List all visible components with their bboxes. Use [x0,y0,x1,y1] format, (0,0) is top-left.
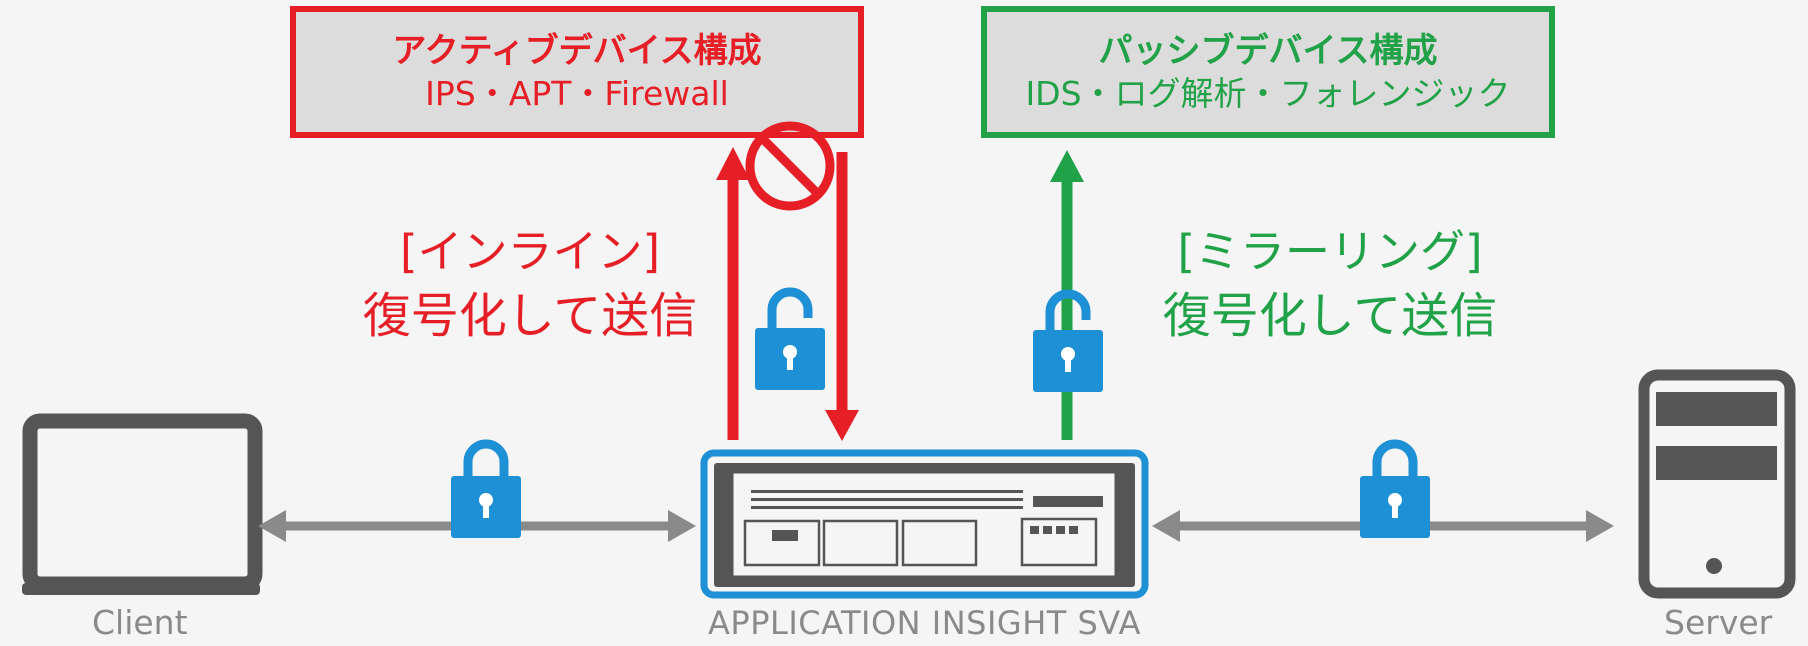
server-caption: Server [1664,603,1773,642]
inline-mode-text: [インライン] [399,225,661,278]
lock-closed-icon [1360,444,1430,538]
mirroring-mode-text: [ミラーリング] [1177,225,1483,278]
mirroring-up-arrow [1050,150,1084,440]
prohibited-icon [745,121,835,211]
mirroring-action-text: 復号化して送信 [1162,288,1498,344]
inline-up-arrow [716,147,750,440]
passive-device-box: パッシブデバイス構成 IDS・ログ解析・フォレンジック [981,6,1555,138]
server-tower-icon [1638,369,1796,599]
passive-device-title: パッシブデバイス構成 [1098,31,1438,71]
rack-appliance-icon [700,449,1149,599]
active-device-box: アクティブデバイス構成 IPS・APT・Firewall [290,6,864,138]
inline-label: [インライン] 復号化して送信 [340,222,720,350]
active-device-subtitle: IPS・APT・Firewall [425,74,729,113]
inline-down-arrow [825,152,859,441]
monitor-icon [22,413,263,595]
lock-closed-icon [451,444,521,538]
passive-device-subtitle: IDS・ログ解析・フォレンジック [1025,74,1511,113]
inline-action-text: 復号化して送信 [362,288,698,344]
client-caption: Client [92,603,188,642]
lock-open-icon [755,292,825,390]
appliance-caption: APPLICATION INSIGHT SVA [708,604,1142,642]
active-device-title: アクティブデバイス構成 [392,31,762,71]
mirroring-label: [ミラーリング] 復号化して送信 [1140,222,1520,350]
